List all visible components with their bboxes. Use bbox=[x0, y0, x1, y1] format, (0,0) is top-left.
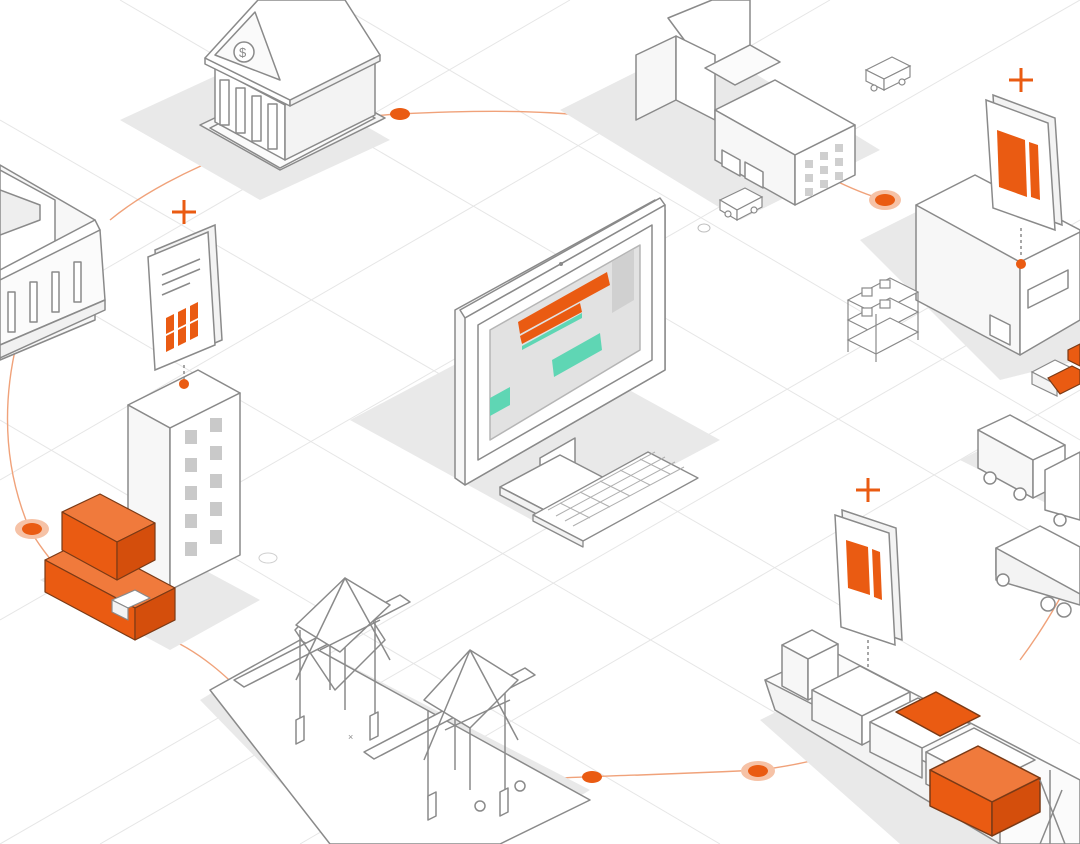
freight-trucks bbox=[977, 414, 1080, 618]
computer-monitor bbox=[454, 197, 666, 523]
delivery-van bbox=[718, 187, 764, 222]
cargo-ship bbox=[764, 629, 1080, 844]
connection-node-icon bbox=[15, 108, 901, 783]
storage-rack bbox=[846, 277, 920, 362]
shipping-containers bbox=[44, 493, 176, 641]
government-building bbox=[0, 164, 106, 361]
factory-building bbox=[915, 174, 1080, 356]
document-card bbox=[985, 93, 1063, 269]
keyboard bbox=[532, 451, 699, 548]
document-card bbox=[147, 223, 223, 389]
dollar-sign-icon: $ bbox=[239, 45, 247, 60]
port-cranes: × bbox=[209, 577, 591, 844]
bank-building: $ bbox=[199, 0, 386, 171]
svg-text:×: × bbox=[348, 732, 353, 742]
plus-icon bbox=[856, 478, 880, 502]
warehouse-building bbox=[635, 0, 856, 206]
plus-icon bbox=[172, 200, 196, 224]
pallet-boxes bbox=[1030, 343, 1080, 397]
plus-icon bbox=[1009, 68, 1033, 92]
small-truck bbox=[864, 56, 912, 92]
